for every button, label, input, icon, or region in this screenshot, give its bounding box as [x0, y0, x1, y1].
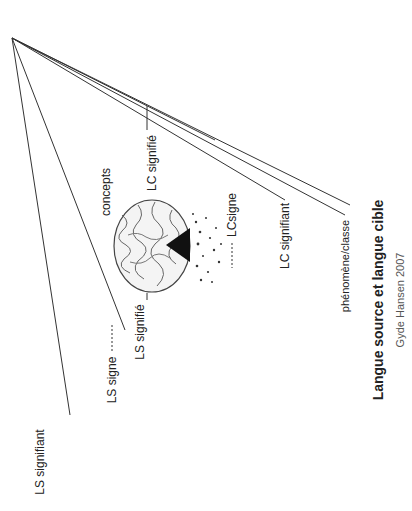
- ray-line: [12, 38, 125, 330]
- cross-line: [147, 106, 148, 130]
- ray-line: [12, 38, 345, 215]
- cone-label: LS signifiant: [34, 429, 46, 494]
- funnel-triangle: [166, 228, 190, 262]
- ray-line: [12, 38, 285, 200]
- cone-label: concepts: [100, 168, 112, 216]
- cone-label: LC signifié: [146, 135, 158, 191]
- cone-label: LCsigne: [226, 193, 238, 237]
- cone-label: LS signe: [106, 357, 118, 404]
- leader-dash: [232, 243, 233, 268]
- brain-figure: [114, 200, 190, 292]
- author-caption: Gyde Hansen 2007: [395, 253, 406, 348]
- scattered-dots: [192, 213, 222, 283]
- ray-line: [12, 38, 350, 205]
- ray-line: [12, 38, 70, 415]
- diagram-title: Langue source et langue cible: [371, 200, 385, 401]
- leader-dash: [112, 325, 113, 351]
- cone-label: phénomène/classe: [340, 220, 351, 312]
- cross-line: [147, 293, 148, 300]
- cone-label: LC signifiant: [279, 203, 291, 269]
- cone-label: LS signifié: [134, 304, 146, 359]
